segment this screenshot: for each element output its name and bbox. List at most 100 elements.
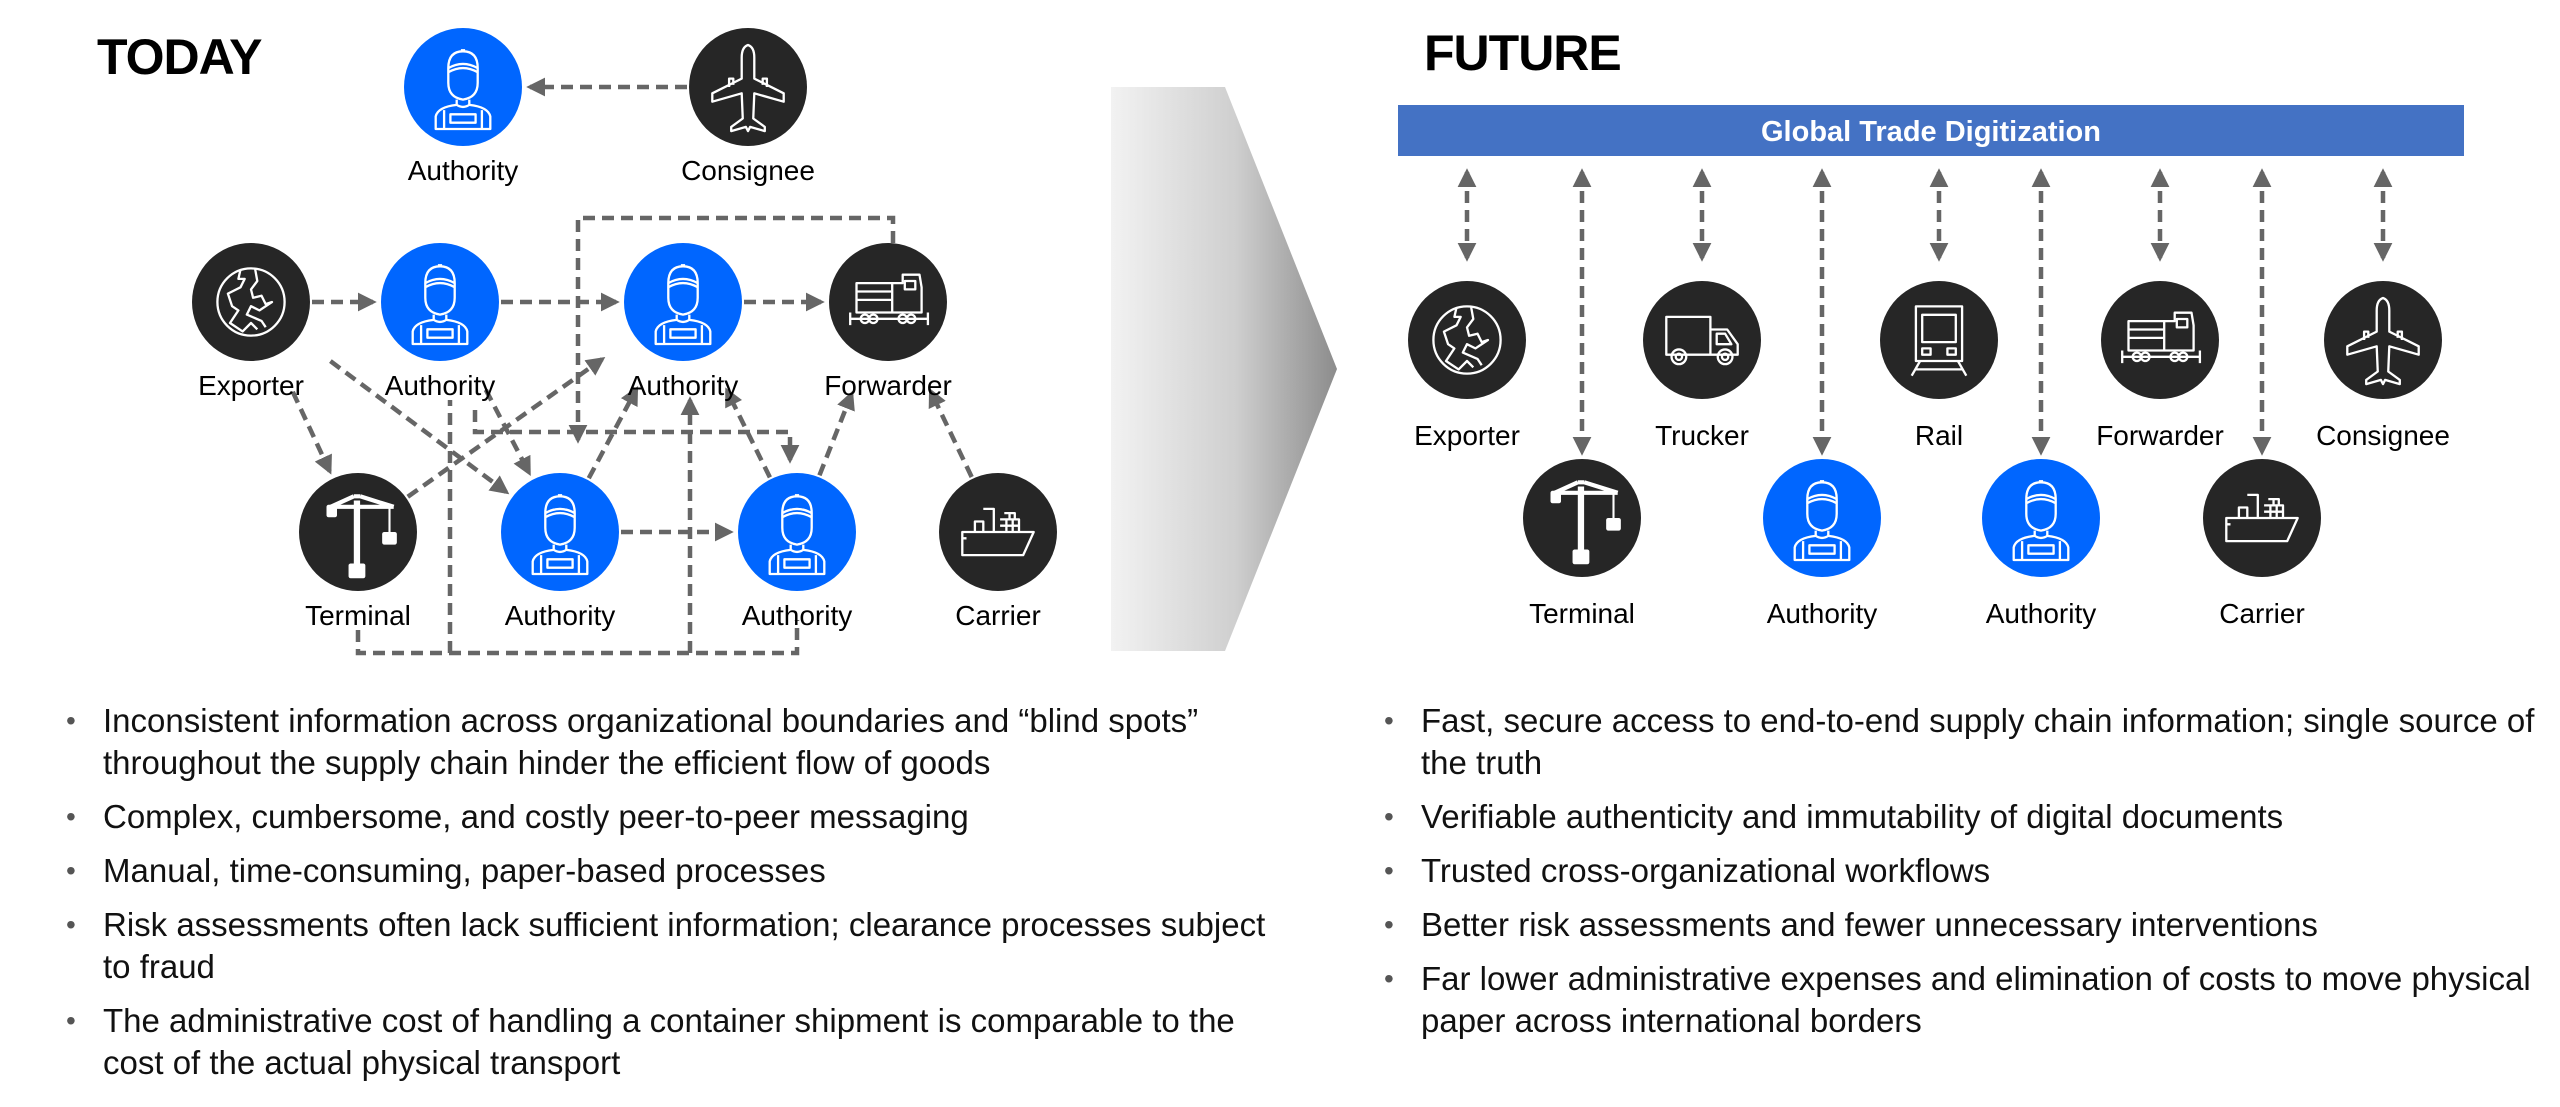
today-bullet-item: Inconsistent information across organiza…	[66, 700, 1266, 784]
connector-t_auth_4-to-t_forwarder	[817, 390, 855, 477]
future-bullet-item: Better risk assessments and fewer unnece…	[1384, 904, 2554, 946]
future-bullet-item: Fast, secure access to end-to-end supply…	[1384, 700, 2554, 784]
today-bullet-item: Complex, cumbersome, and costly peer-to-…	[66, 796, 1266, 838]
connector-t_auth_3-to-t_auth_2	[586, 385, 639, 480]
connector-t_auth_1-to-t_auth_3	[483, 388, 532, 476]
party-circle	[2324, 281, 2442, 399]
node-carrier: Carrier	[939, 473, 1057, 631]
party-circle	[192, 243, 310, 361]
globe-icon	[216, 267, 286, 337]
node-label: Consignee	[2316, 420, 2450, 451]
connector-t_exporter-to-t_auth_3	[329, 359, 510, 495]
node-authority: Authority	[1982, 459, 2100, 629]
node-label: Trucker	[1655, 420, 1749, 451]
node-label: Carrier	[955, 600, 1041, 631]
node-authority: Authority	[624, 243, 742, 401]
locomotive-icon	[2121, 311, 2202, 364]
authority-circle	[404, 28, 522, 146]
platform-bar-label: Global Trade Digitization	[1761, 116, 2101, 148]
connector-t_carrier-to-t_forwarder	[928, 387, 974, 478]
connector-forwarder-to-authority-bottom	[568, 215, 896, 444]
authority-circle	[381, 243, 499, 361]
node-exporter: Exporter	[192, 243, 310, 401]
airplane-icon	[711, 43, 785, 133]
transition-arrow	[1111, 87, 1337, 651]
node-authority: Authority	[738, 473, 856, 631]
worker-icon	[654, 264, 712, 346]
today-bullet-list: Inconsistent information across organiza…	[66, 700, 1266, 1096]
worker-icon	[411, 264, 469, 346]
connector-t_terminal-to-t_auth_2	[406, 357, 606, 499]
future-bullet-item: Verifiable authenticity and immutability…	[1384, 796, 2554, 838]
node-label: Consignee	[681, 155, 815, 186]
party-circle	[829, 243, 947, 361]
platform-bar: Global Trade Digitization	[1398, 105, 2464, 156]
ship-icon	[961, 507, 1035, 557]
authority-circle	[501, 473, 619, 591]
connector-terminal-loop-to-authority	[355, 620, 800, 656]
today-title: TODAY	[97, 29, 263, 85]
party-circle	[1880, 281, 1998, 399]
node-consignee: Consignee	[2316, 281, 2450, 451]
authority-circle	[1763, 459, 1881, 577]
truck-icon	[1665, 315, 1739, 366]
node-consignee: Consignee	[681, 28, 815, 186]
party-circle	[1643, 281, 1761, 399]
node-forwarder: Forwarder	[2096, 281, 2224, 451]
locomotive-icon	[849, 273, 930, 326]
node-label: Authority	[1986, 598, 2097, 629]
future-title: FUTURE	[1424, 25, 1622, 81]
node-rail: Rail	[1880, 281, 1998, 451]
crane-icon	[1550, 480, 1621, 565]
train-icon	[1910, 305, 1968, 377]
party-circle	[689, 28, 807, 146]
future-bullet-list: Fast, secure access to end-to-end supply…	[1384, 700, 2554, 1054]
worker-icon	[2012, 480, 2070, 562]
connector-t_exporter-to-t_terminal	[290, 390, 332, 475]
node-terminal: Terminal	[299, 473, 417, 631]
node-label: Terminal	[1529, 598, 1635, 629]
node-authority: Authority	[381, 243, 499, 401]
today-bullet-item: The administrative cost of handling a co…	[66, 1000, 1266, 1084]
ship-icon	[2225, 493, 2299, 543]
future-connectors	[1457, 168, 2393, 456]
node-terminal: Terminal	[1523, 459, 1641, 629]
node-authority: Authority	[501, 473, 619, 631]
node-carrier: Carrier	[2203, 459, 2321, 629]
party-circle	[2101, 281, 2219, 399]
authority-circle	[738, 473, 856, 591]
node-label: Forwarder	[2096, 420, 2224, 451]
node-authority: Authority	[1763, 459, 1881, 629]
node-authority: Authority	[404, 28, 522, 186]
future-bullet-item: Far lower administrative expenses and el…	[1384, 958, 2554, 1042]
node-exporter: Exporter	[1408, 281, 1526, 451]
node-forwarder: Forwarder	[824, 243, 952, 401]
worker-icon	[434, 49, 492, 131]
node-trucker: Trucker	[1643, 281, 1761, 451]
globe-icon	[1432, 305, 1502, 375]
node-label: Authority	[742, 600, 853, 631]
node-label: Authority	[385, 370, 496, 401]
platform-bar-background	[1398, 105, 2464, 156]
authority-circle	[1982, 459, 2100, 577]
authority-circle	[624, 243, 742, 361]
node-label: Exporter	[1414, 420, 1520, 451]
worker-icon	[1793, 480, 1851, 562]
node-label: Authority	[1767, 598, 1878, 629]
future-bullet-item: Trusted cross-organizational workflows	[1384, 850, 2554, 892]
node-label: Authority	[628, 370, 739, 401]
today-bullet-item: Manual, time-consuming, paper-based proc…	[66, 850, 1266, 892]
node-label: Carrier	[2219, 598, 2305, 629]
airplane-icon	[2346, 296, 2420, 386]
node-label: Authority	[505, 600, 616, 631]
node-label: Exporter	[198, 370, 304, 401]
node-label: Rail	[1915, 420, 1963, 451]
today-connectors	[290, 77, 974, 656]
crane-icon	[326, 494, 397, 579]
today-bullet-item: Risk assessments often lack sufficient i…	[66, 904, 1266, 988]
worker-icon	[768, 494, 826, 576]
